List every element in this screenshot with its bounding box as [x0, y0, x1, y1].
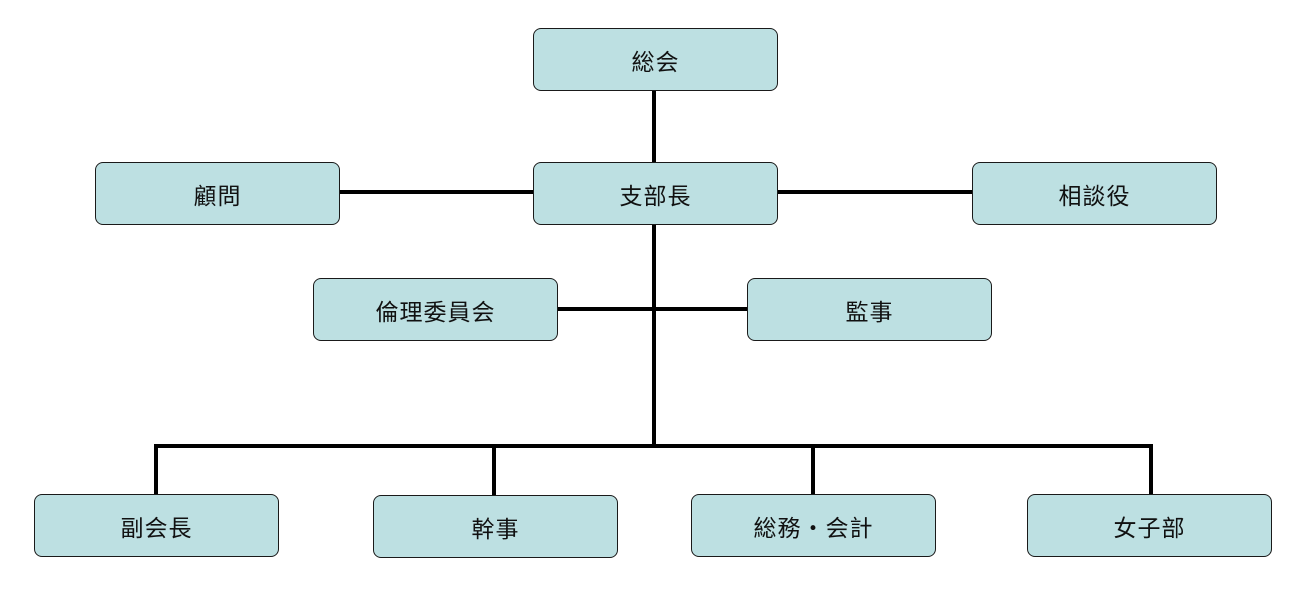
- node-general-affairs-accounting: 総務・会計: [691, 494, 936, 557]
- connector-drop-secretary: [492, 444, 496, 495]
- node-ethics-committee: 倫理委員会: [313, 278, 558, 341]
- connector-chief-to-consultant: [777, 190, 972, 194]
- connector-drop-general-affairs: [811, 444, 815, 494]
- node-branch-chief: 支部長: [533, 162, 778, 225]
- node-vice-president: 副会長: [34, 494, 279, 557]
- connector-assembly-to-chief: [652, 90, 656, 162]
- connector-main-trunk: [652, 224, 656, 446]
- node-secretary: 幹事: [373, 495, 618, 558]
- node-consultant: 相談役: [972, 162, 1217, 225]
- connector-drop-vice-president: [154, 444, 158, 494]
- node-advisor: 顧問: [95, 162, 340, 225]
- node-auditor: 監事: [747, 278, 992, 341]
- connector-trunk-to-auditor: [656, 307, 747, 311]
- node-womens-division: 女子部: [1027, 494, 1272, 557]
- connector-ethics-to-trunk: [557, 307, 652, 311]
- connector-advisor-to-chief: [340, 190, 533, 194]
- node-general-assembly: 総会: [533, 28, 778, 91]
- connector-drop-womens-division: [1149, 444, 1153, 494]
- connector-bottom-bus: [154, 444, 1153, 448]
